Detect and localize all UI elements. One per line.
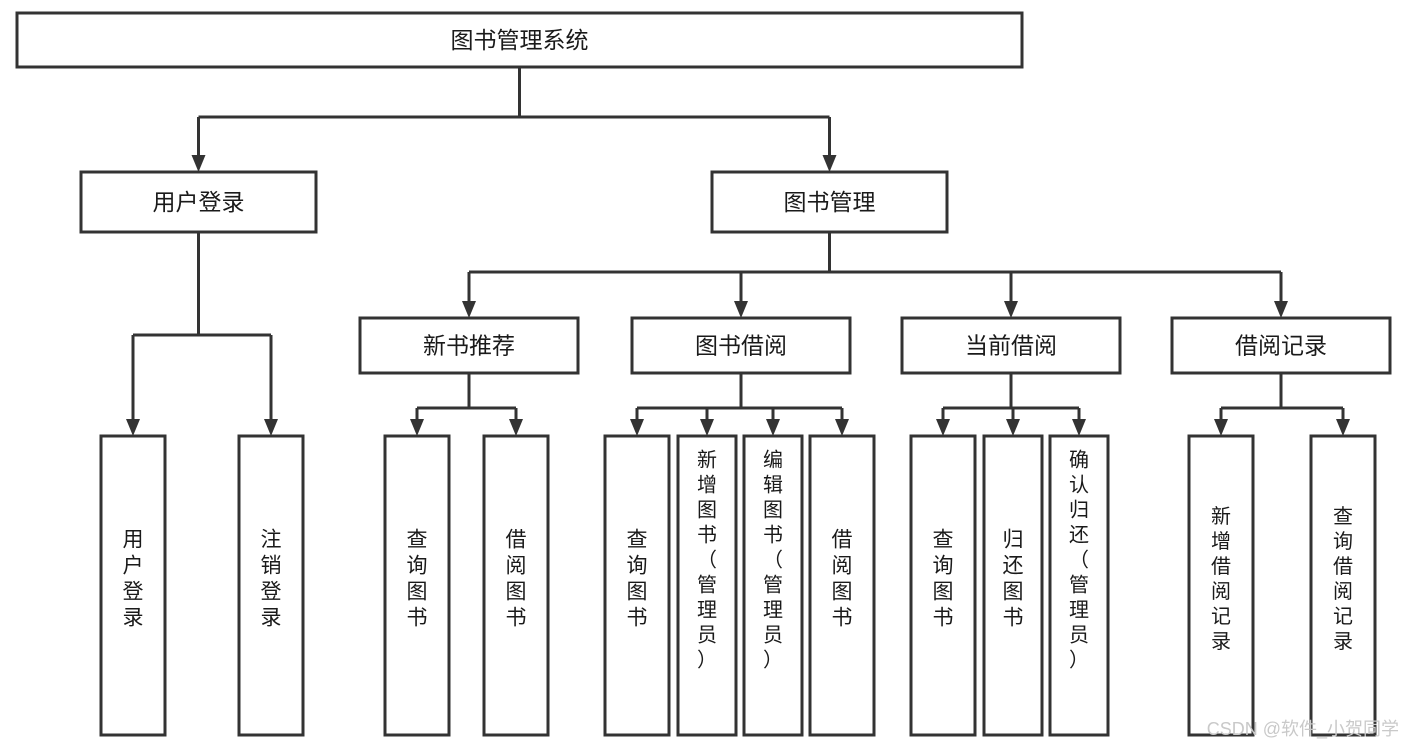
node-label: 查询图书 (627, 529, 648, 630)
arrow-head-icon (1004, 301, 1018, 318)
arrow-head-icon (835, 419, 849, 436)
arrow-head-icon (734, 301, 748, 318)
connector-group (126, 232, 278, 436)
node-box[interactable] (482, 434, 550, 737)
arrow-head-icon (264, 419, 278, 436)
arrow-head-icon (410, 419, 424, 436)
arrow-head-icon (936, 419, 950, 436)
node-leaf-query-book-3[interactable]: 查询图书 (909, 434, 977, 737)
node-bookmgmt[interactable]: 图书管理 (710, 170, 949, 234)
node-leaf-query-book-1[interactable]: 查询图书 (383, 434, 451, 737)
arrow-head-icon (700, 419, 714, 436)
connector-layer (126, 67, 1350, 436)
node-box[interactable] (1170, 316, 1392, 375)
node-label: 查询图书 (407, 529, 428, 630)
node-box[interactable] (1048, 434, 1110, 737)
node-leaf-borrow-book-2[interactable]: 借阅图书 (808, 434, 876, 737)
node-label: 查询图书 (933, 529, 954, 630)
node-box[interactable] (710, 170, 949, 234)
node-label: 用户登录 (153, 189, 245, 215)
node-leaf-return-book[interactable]: 归还图书 (982, 434, 1044, 737)
arrow-head-icon (191, 155, 206, 172)
node-box[interactable] (630, 316, 852, 375)
node-leaf-user-login[interactable]: 用户登录 (99, 434, 167, 737)
connector-group (936, 373, 1086, 436)
node-leaf-add-record[interactable]: 新增借阅记录 (1187, 434, 1255, 737)
node-leaf-query-record[interactable]: 查询借阅记录 (1309, 434, 1377, 737)
arrow-head-icon (1274, 301, 1288, 318)
node-leaf-query-book-2[interactable]: 查询图书 (603, 434, 671, 737)
node-box[interactable] (1187, 434, 1255, 737)
node-leaf-user-logout[interactable]: 注销登录 (237, 434, 305, 737)
node-records[interactable]: 借阅记录 (1170, 316, 1392, 375)
node-label: 查询借阅记录 (1333, 505, 1353, 653)
node-leaf-add-book[interactable]: 新增图书（管理员） (676, 434, 738, 737)
node-label: 图书管理系统 (451, 27, 589, 53)
connector-group (630, 373, 849, 436)
arrow-head-icon (462, 301, 476, 318)
node-label: 新增图书（管理员） (697, 449, 717, 672)
arrow-head-icon (630, 419, 644, 436)
node-box[interactable] (742, 434, 804, 737)
connector-group (410, 373, 523, 436)
node-box[interactable] (99, 434, 167, 737)
arrow-head-icon (1214, 419, 1228, 436)
node-newbook[interactable]: 新书推荐 (358, 316, 580, 375)
node-box[interactable] (900, 316, 1122, 375)
node-layer: 图书管理系统用户登录图书管理新书推荐图书借阅当前借阅借阅记录用户登录注销登录查询… (15, 11, 1392, 737)
node-label: 新书推荐 (423, 333, 515, 359)
node-box[interactable] (15, 11, 1024, 69)
node-label: 借阅记录 (1235, 333, 1327, 359)
node-box[interactable] (383, 434, 451, 737)
arrow-head-icon (822, 155, 837, 172)
node-box[interactable] (909, 434, 977, 737)
node-leaf-edit-book[interactable]: 编辑图书（管理员） (742, 434, 804, 737)
node-label: 当前借阅 (965, 333, 1057, 359)
arrow-head-icon (126, 419, 140, 436)
connector-group (462, 232, 1288, 318)
arrow-head-icon (509, 419, 523, 436)
node-login[interactable]: 用户登录 (79, 170, 318, 234)
arrow-head-icon (1006, 419, 1020, 436)
node-label: 图书管理 (784, 189, 876, 215)
node-box[interactable] (358, 316, 580, 375)
node-box[interactable] (603, 434, 671, 737)
node-box[interactable] (676, 434, 738, 737)
node-root[interactable]: 图书管理系统 (15, 11, 1024, 69)
node-leaf-borrow-book-1[interactable]: 借阅图书 (482, 434, 550, 737)
arrow-head-icon (1336, 419, 1350, 436)
node-label: 注销登录 (261, 529, 282, 630)
connector-group (1214, 373, 1350, 436)
node-current[interactable]: 当前借阅 (900, 316, 1122, 375)
arrow-head-icon (766, 419, 780, 436)
node-label: 新增借阅记录 (1211, 505, 1231, 653)
node-label: 图书借阅 (695, 333, 787, 359)
node-box[interactable] (79, 170, 318, 234)
node-label: 借阅图书 (832, 529, 853, 630)
connector-group (191, 67, 837, 172)
node-box[interactable] (982, 434, 1044, 737)
node-label: 归还图书 (1003, 529, 1024, 630)
arrow-head-icon (1072, 419, 1086, 436)
node-label: 确认归还（管理员） (1069, 449, 1089, 672)
node-label: 借阅图书 (506, 529, 527, 630)
node-label: 编辑图书（管理员） (763, 449, 783, 672)
node-leaf-confirm-return[interactable]: 确认归还（管理员） (1048, 434, 1110, 737)
node-borrow[interactable]: 图书借阅 (630, 316, 852, 375)
node-label: 用户登录 (123, 529, 144, 630)
node-box[interactable] (808, 434, 876, 737)
node-box[interactable] (237, 434, 305, 737)
node-box[interactable] (1309, 434, 1377, 737)
